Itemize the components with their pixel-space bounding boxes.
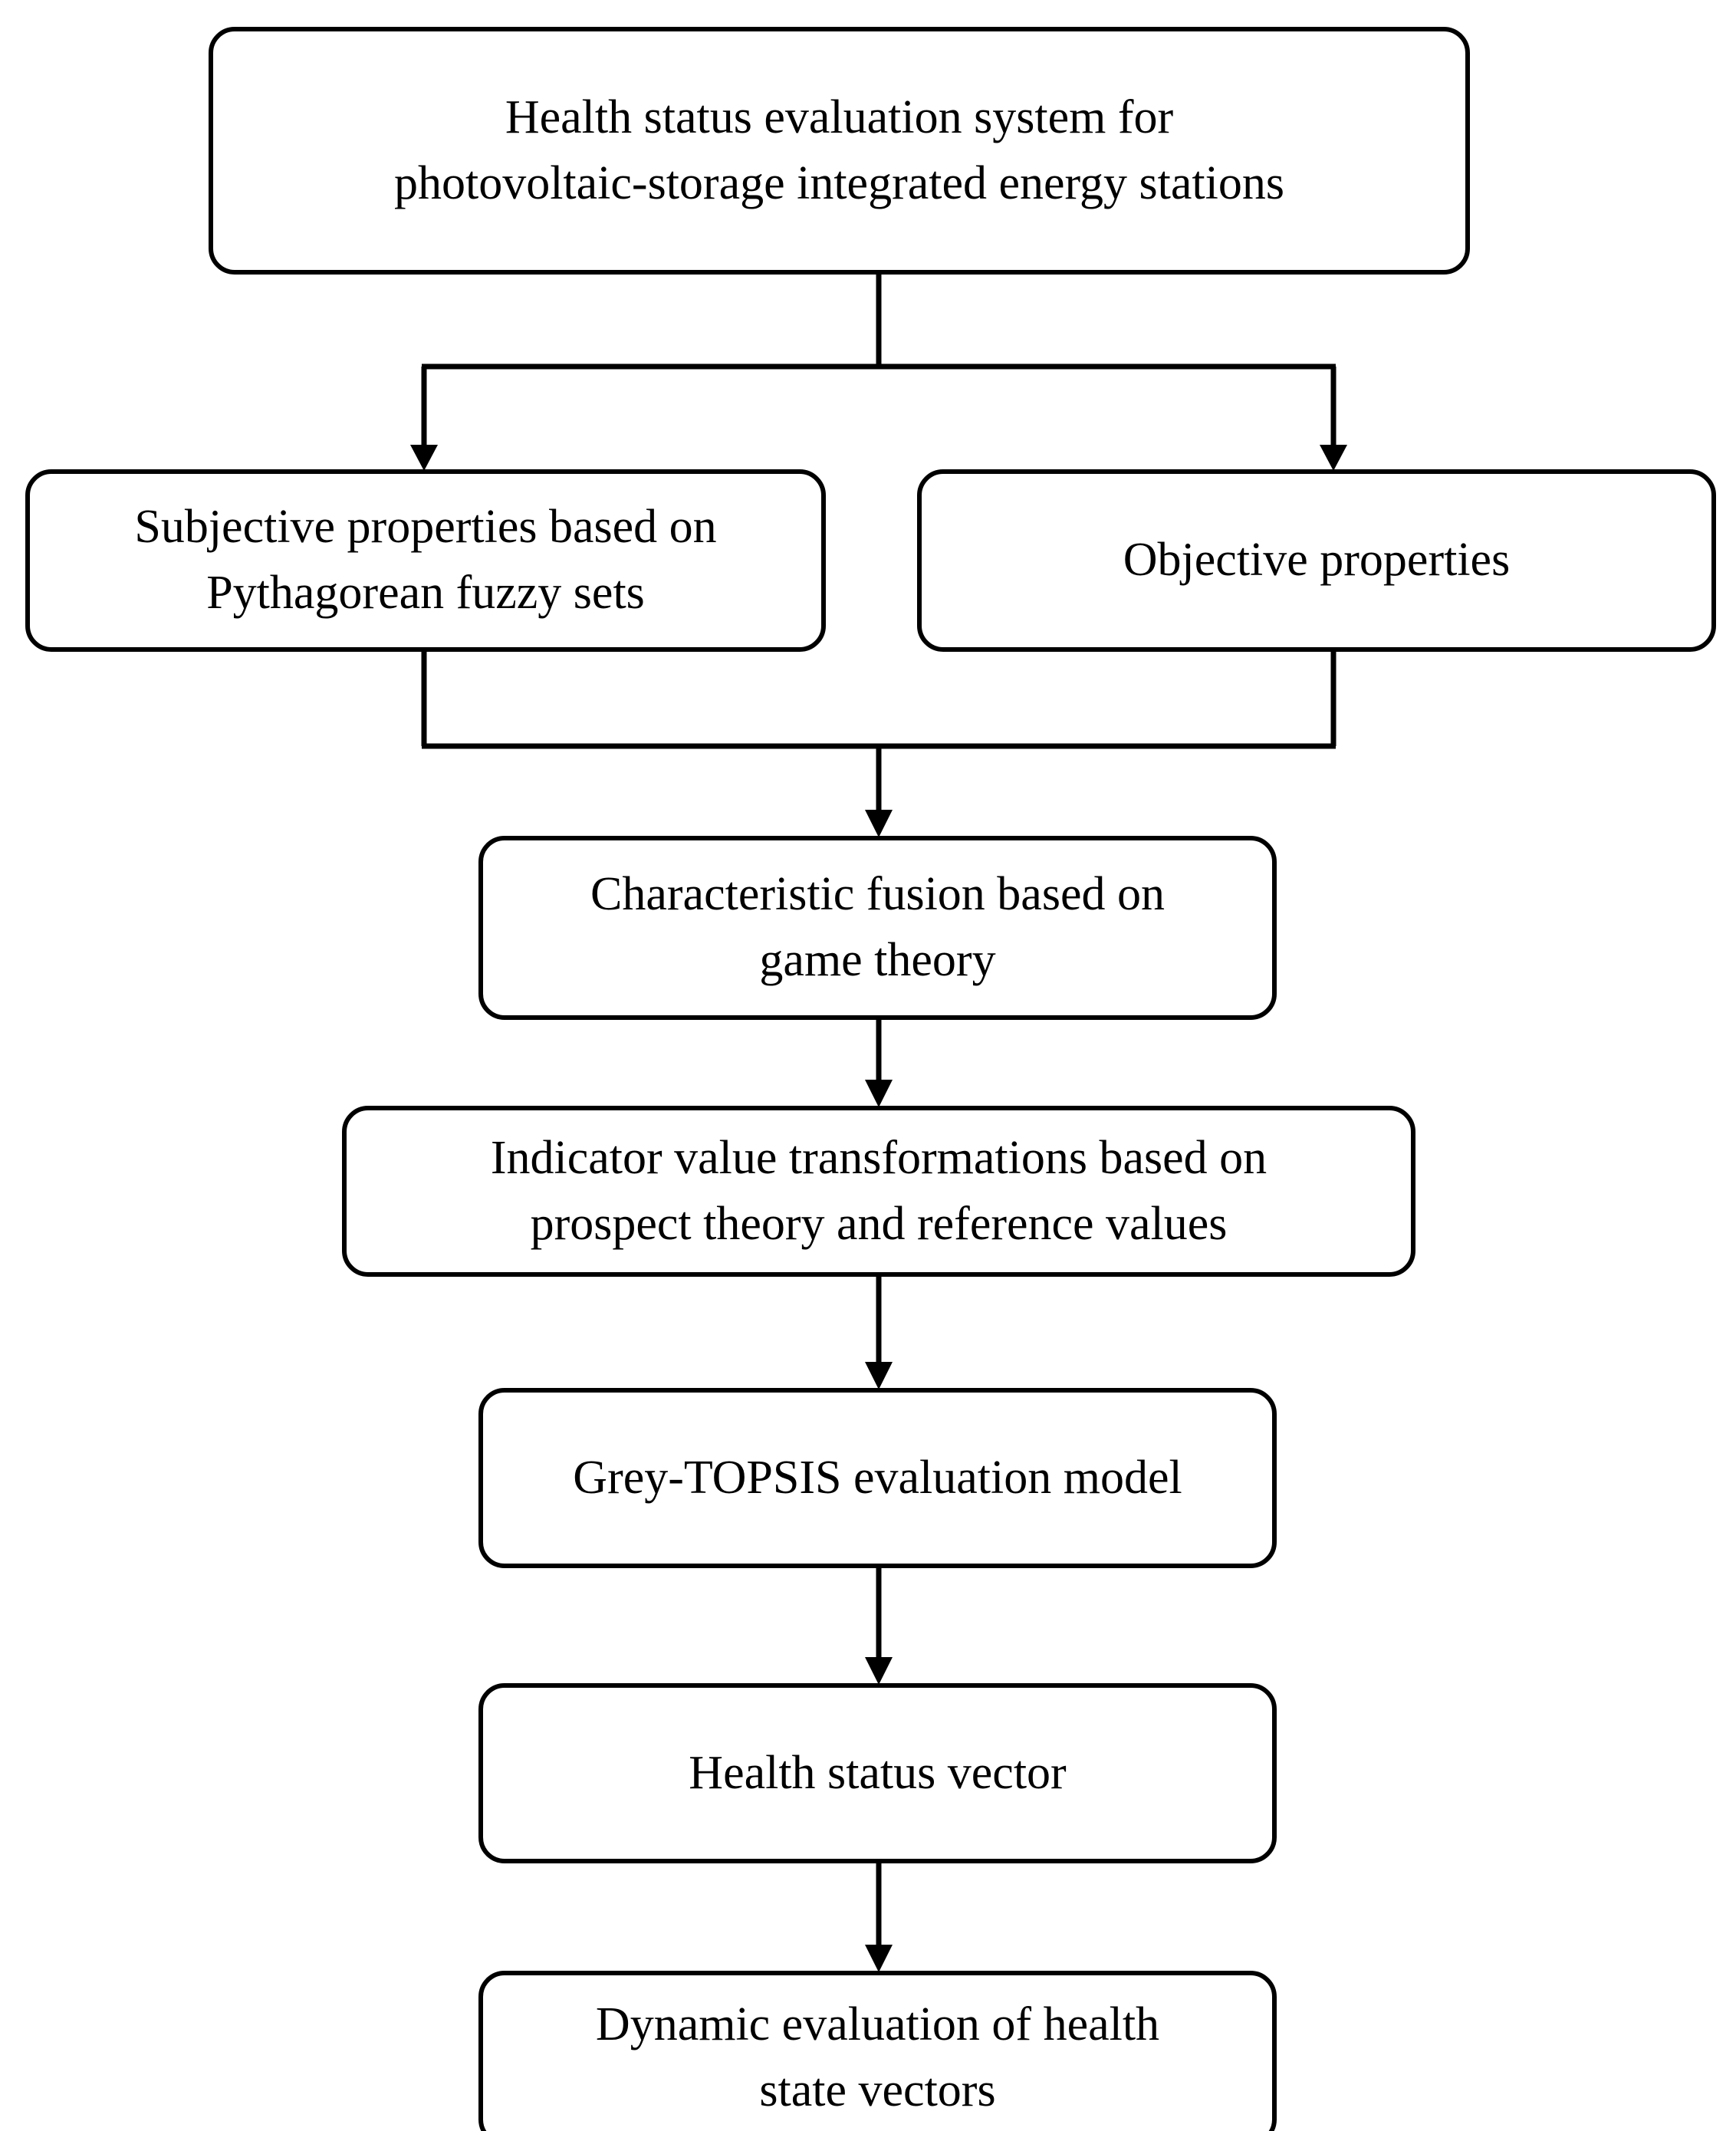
- edge-topsis-to-vector: [865, 1568, 893, 1685]
- node-health-status-vector[interactable]: Health status vector: [478, 1683, 1277, 1863]
- node-root[interactable]: Health status evaluation system for phot…: [209, 27, 1470, 275]
- node-root-label: Health status evaluation system for phot…: [393, 90, 1285, 209]
- node-grey-topsis-model[interactable]: Grey-TOPSIS evaluation model: [478, 1388, 1277, 1568]
- edge-transform-to-topsis: [865, 1277, 893, 1389]
- arrowhead-to-subjective: [410, 445, 438, 471]
- arrowhead-to-topsis: [865, 1362, 893, 1389]
- node-characteristic-fusion-label: Characteristic fusion based on game theo…: [590, 868, 1165, 986]
- node-dynamic-evaluation-label: Dynamic evaluation of health state vecto…: [595, 1998, 1160, 2116]
- arrowhead-to-objective: [1320, 445, 1347, 471]
- edge-branches-to-fusion: [421, 652, 1337, 837]
- arrowhead-to-fusion: [865, 810, 893, 837]
- node-indicator-transformations-label: Indicator value transformations based on…: [490, 1131, 1267, 1250]
- node-indicator-transformations[interactable]: Indicator value transformations based on…: [342, 1106, 1415, 1277]
- node-dynamic-evaluation[interactable]: Dynamic evaluation of health state vecto…: [478, 1971, 1277, 2131]
- edge-fusion-to-transform: [865, 1020, 893, 1107]
- node-subjective-properties-label: Subjective properties based on Pythagore…: [134, 501, 717, 619]
- edge-vector-to-dynamic: [865, 1863, 893, 1972]
- node-subjective-properties[interactable]: Subjective properties based on Pythagore…: [25, 469, 826, 652]
- arrowhead-to-dynamic: [865, 1945, 893, 1972]
- node-grey-topsis-model-label: Grey-TOPSIS evaluation model: [573, 1451, 1182, 1504]
- edge-root-to-branches: [410, 275, 1347, 471]
- node-objective-properties-label: Objective properties: [1123, 534, 1511, 587]
- arrowhead-to-transform: [865, 1080, 893, 1107]
- node-objective-properties[interactable]: Objective properties: [917, 469, 1716, 652]
- node-health-status-vector-label: Health status vector: [689, 1746, 1067, 1799]
- node-characteristic-fusion[interactable]: Characteristic fusion based on game theo…: [478, 836, 1277, 1020]
- arrowhead-to-vector: [865, 1657, 893, 1685]
